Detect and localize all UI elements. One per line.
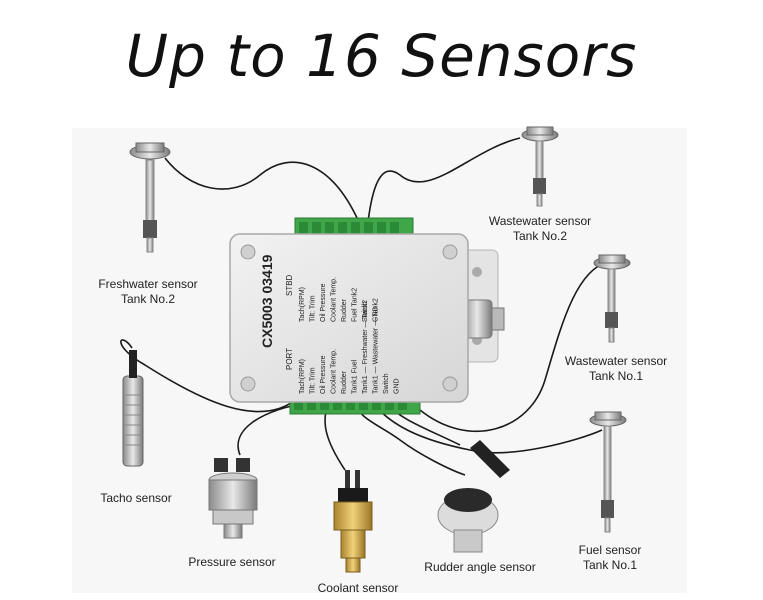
fuel-label: Fuel sensor Tank No.1 — [578, 543, 642, 572]
freshwater-sensor-icon — [129, 142, 171, 253]
stbd-pin-label: GND — [373, 306, 380, 322]
port-pin-label: Tank1 Fuel — [352, 359, 359, 394]
rudder-sensor-icon — [437, 440, 510, 553]
wastewater1-sensor-icon — [593, 254, 631, 343]
port-pin-label: Oil Pressure — [320, 355, 327, 394]
pressure-label: Pressure sensor — [188, 555, 276, 569]
coolant-sensor-icon — [333, 470, 373, 573]
freshwater-label: Freshwater sensor Tank No.2 — [98, 277, 198, 306]
wastewater1-label: Wastewater sensor Tank No.1 — [564, 354, 668, 383]
module-port-label: PORT — [285, 348, 294, 370]
screw-icon — [240, 376, 256, 392]
wire-wastewater2 — [367, 137, 521, 223]
page-title: Up to 16 Sensors — [125, 22, 638, 90]
port-pin-label: Tank1 — Wastewater — Tank2 — [373, 298, 380, 394]
rudder-label: Rudder angle sensor — [424, 560, 536, 574]
wastewater2-label: Wastewater sensor Tank No.2 — [488, 214, 592, 243]
flange-hole — [472, 267, 482, 277]
module-stbd-label: STBD — [285, 274, 294, 296]
module-body — [229, 233, 469, 403]
fuel-sensor-icon — [589, 411, 627, 533]
stbd-pin-label: Oil Pressure — [320, 283, 327, 322]
wire-freshwater — [164, 157, 359, 221]
stbd-pin-label: Coolant Temp. — [331, 277, 338, 322]
port-pin-label: Tach(RPM) — [299, 359, 306, 394]
stbd-pin-label: Tilt: Trim — [310, 295, 317, 322]
stbd-pin-label: Fuel Tank2 — [352, 288, 359, 322]
wire-fuel — [371, 401, 603, 454]
screw-icon — [240, 244, 256, 260]
screw-icon — [442, 376, 458, 392]
wastewater2-sensor-icon — [521, 126, 559, 207]
stbd-pin-label: Tach(RPM) — [299, 287, 306, 322]
screw-icon — [442, 244, 458, 260]
stbd-pin-label: Switch — [362, 301, 369, 322]
tacho-sensor-icon — [122, 350, 144, 467]
pressure-sensor-icon — [208, 458, 258, 539]
wire-tacho — [120, 339, 299, 413]
port-pin-label: Tank1 — Freshwater — Tank2 — [362, 300, 369, 394]
tacho-label: Tacho sensor — [100, 491, 172, 505]
port-pin-label: Coolant Temp. — [331, 349, 338, 394]
stbd-pin-label: Rudder — [341, 298, 348, 322]
wire-wastewater1 — [419, 261, 609, 433]
cable-gland-nut — [491, 307, 505, 331]
port-pin-label: Tilt: Trim — [310, 367, 317, 394]
coolant-label: Coolant sensor — [317, 581, 399, 595]
module-model: CX5003 03419 — [259, 254, 275, 348]
port-pin-label: Switch — [383, 373, 390, 394]
port-pin-label: Rudder — [341, 370, 348, 394]
port-pin-label: GND — [394, 378, 401, 394]
